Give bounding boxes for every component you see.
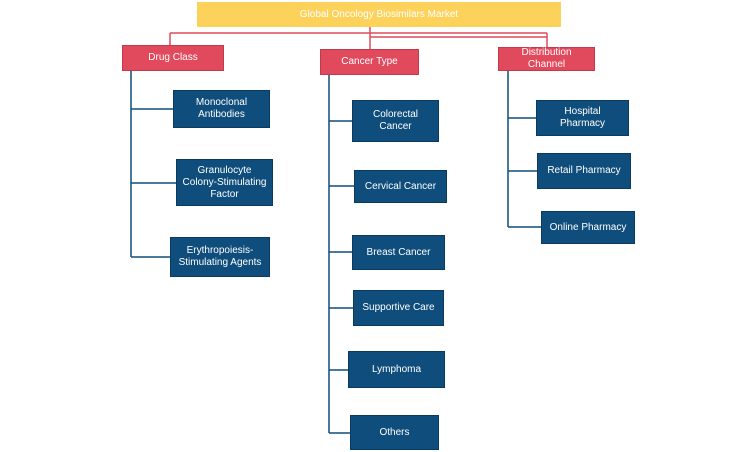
category-distribution-channel: Distribution Channel [498,47,595,71]
leaf-hospital-pharmacy: Hospital Pharmacy [536,100,629,136]
leaf-granulocyte-colony-stimulating-factor: Granulocyte Colony-Stimulating Factor [176,159,273,206]
leaf-lymphoma: Lymphoma [348,351,445,388]
leaf-supportive-care: Supportive Care [353,290,444,326]
drug-class-connectors [130,71,176,258]
leaf-cervical-cancer: Cervical Cancer [354,170,447,203]
root-node: Global Oncology Biosimilars Market [197,2,561,27]
category-cancer-type: Cancer Type [320,49,419,75]
cancer-type-connectors [328,75,354,434]
distribution-connectors [507,71,541,228]
category-drug-class: Drug Class [122,45,224,71]
leaf-others: Others [350,415,439,450]
leaf-online-pharmacy: Online Pharmacy [541,211,635,244]
leaf-breast-cancer: Breast Cancer [352,235,445,270]
leaf-retail-pharmacy: Retail Pharmacy [537,153,631,189]
leaf-erythropoiesis-stimulating-agents: Erythropoiesis-Stimulating Agents [170,237,270,277]
leaf-monoclonal-antibodies: Monoclonal Antibodies [173,90,270,128]
leaf-colorectal-cancer: Colorectal Cancer [352,100,439,142]
root-connectors [169,27,548,49]
